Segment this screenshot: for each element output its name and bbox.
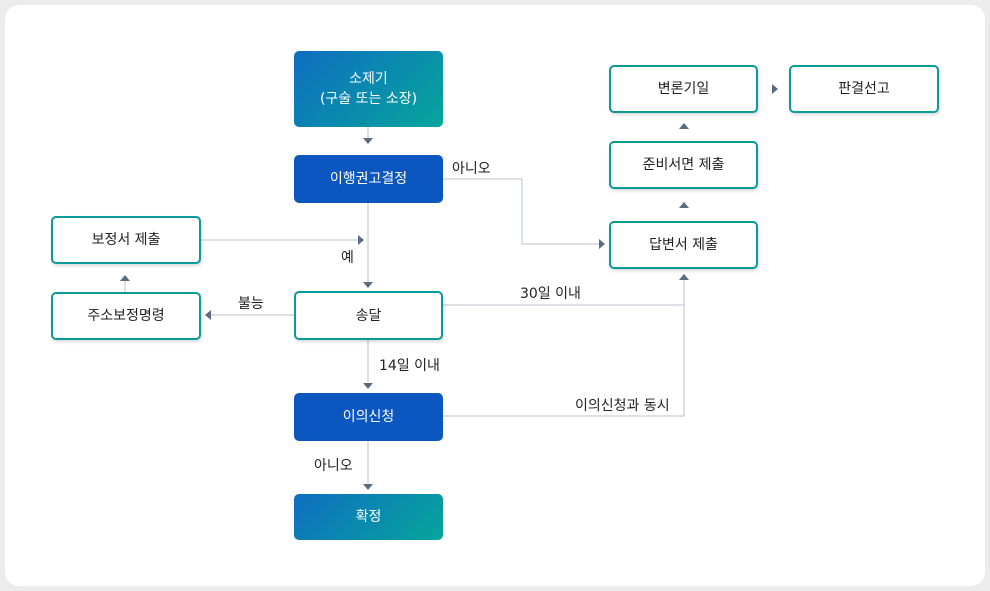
node-byeonron: 변론기일 xyxy=(609,65,758,113)
node-jusobojeong-label: 주소보정명령 xyxy=(87,308,165,324)
node-byeonron-label: 변론기일 xyxy=(657,81,710,97)
node-sojegi-line2: (구술 또는 소장) xyxy=(319,91,418,107)
label-anio-1: 아니오 xyxy=(452,161,491,177)
node-sojegi-line1: 소제기 xyxy=(349,71,388,87)
node-bojeongseo: 보정서 제출 xyxy=(51,216,201,264)
label-within-30: 30일 이내 xyxy=(520,286,581,302)
label-simultaneous: 이의신청과 동시 xyxy=(575,398,670,414)
node-junbiseomyeon: 준비서면 제출 xyxy=(609,141,758,189)
arrowhead-up-boj xyxy=(120,275,130,281)
node-pangyeol: 판결선고 xyxy=(789,65,939,113)
arrowhead-left-bulneung xyxy=(205,310,211,320)
arrowhead-right-ye xyxy=(358,235,364,245)
node-ihaeng: 이행권고결정 xyxy=(294,155,443,203)
arrowhead-down-1 xyxy=(363,138,373,144)
arrowhead-down-4 xyxy=(363,484,373,490)
arrowhead-up-dap xyxy=(679,274,689,280)
node-jusobojeong: 주소보정명령 xyxy=(51,292,201,340)
node-iui: 이의신청 xyxy=(294,393,443,441)
node-sojegi: 소제기 (구술 또는 소장) xyxy=(294,51,443,127)
node-junbiseomyeon-label: 준비서면 제출 xyxy=(642,157,725,173)
label-anio-2: 아니오 xyxy=(314,458,353,474)
node-songdal-label: 송달 xyxy=(355,307,382,324)
node-dapbyeonseo-label: 답변서 제출 xyxy=(649,237,718,253)
node-pangyeol-label: 판결선고 xyxy=(838,81,890,97)
edge-iui-dapbyeonseo xyxy=(443,305,685,417)
arrowhead-right-pangyeol xyxy=(772,84,778,94)
node-bojeongseo-label: 보정서 제출 xyxy=(91,232,161,248)
label-bulneung: 불능 xyxy=(238,296,264,312)
label-within-14: 14일 이내 xyxy=(379,358,440,374)
node-hwakjeong-label: 확정 xyxy=(355,509,382,525)
node-hwakjeong: 확정 xyxy=(294,494,443,540)
arrowhead-down-2 xyxy=(363,282,373,288)
node-songdal: 송달 xyxy=(294,291,443,340)
node-ihaeng-label: 이행권고결정 xyxy=(329,171,408,187)
label-ye: 예 xyxy=(341,250,354,266)
arrowhead-up-byeonron xyxy=(679,123,689,129)
arrowhead-up-junbi xyxy=(679,202,689,208)
node-dapbyeonseo: 답변서 제출 xyxy=(609,221,758,269)
edge-ihaeng-dapbyeonseo xyxy=(443,178,599,245)
arrowhead-right-dap xyxy=(599,239,605,249)
node-iui-label: 이의신청 xyxy=(342,409,395,425)
arrowhead-down-3 xyxy=(363,383,373,389)
